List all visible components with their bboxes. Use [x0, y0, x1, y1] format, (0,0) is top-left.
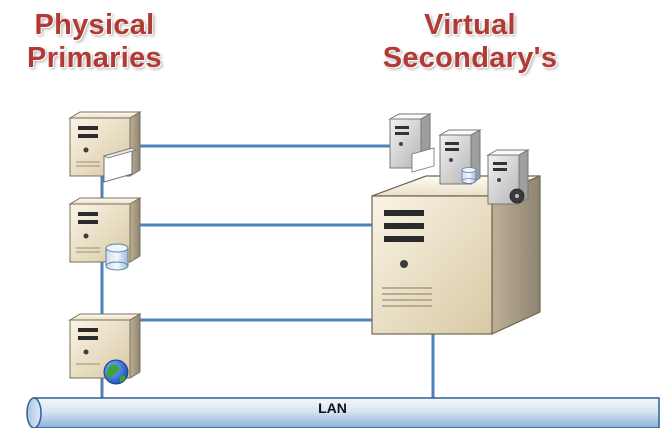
document-icon [102, 147, 138, 183]
virtual-secondaries-heading: Virtual Secondary's [340, 9, 600, 75]
lan-pipe [26, 397, 660, 428]
virtual-heading-line-2: Secondary's [382, 42, 558, 74]
virtual-database-icon [461, 167, 477, 184]
virtual-guest-1 [388, 113, 435, 173]
lan-label: LAN [318, 400, 347, 416]
physical-primaries-heading: Physical Primaries [2, 9, 187, 75]
physical-heading-line-1: Physical [34, 9, 155, 41]
physical-server-1 [68, 111, 142, 183]
virtual-heading-line-1: Virtual [424, 9, 516, 41]
globe-icon [103, 359, 129, 385]
virtual-host-server [371, 175, 541, 335]
virtual-guest-2 [438, 129, 482, 185]
physical-server-3 [68, 313, 142, 385]
physical-heading-line-2: Primaries [27, 42, 162, 74]
database-icon [105, 243, 129, 271]
physical-server-2 [68, 197, 142, 271]
virtual-guest-3 [486, 149, 530, 205]
virtual-disk-icon [509, 188, 525, 204]
virtual-document-icon [411, 147, 435, 173]
